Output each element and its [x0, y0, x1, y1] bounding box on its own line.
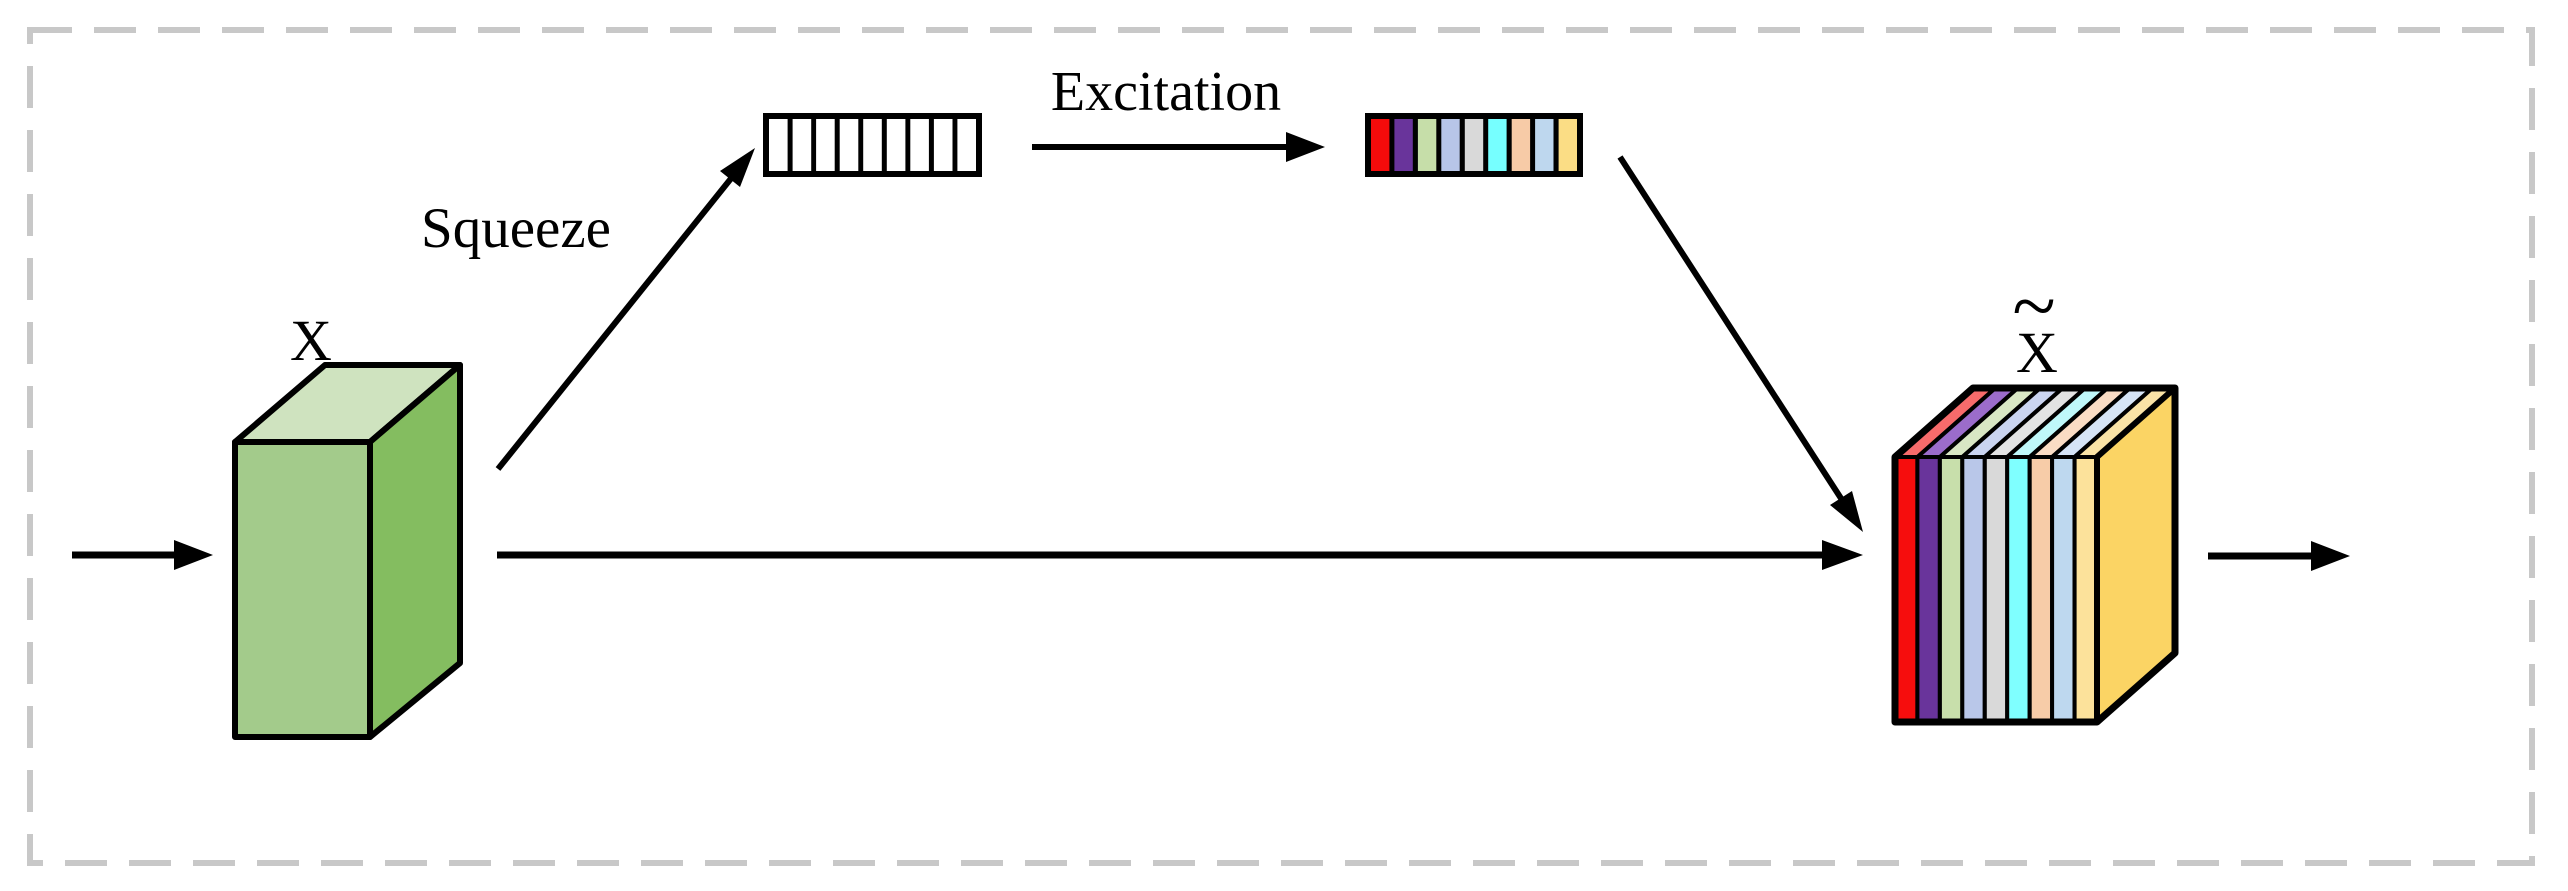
vector-cell	[792, 119, 812, 171]
channel-front-face	[2072, 455, 2100, 724]
vector-cell	[886, 119, 906, 171]
squeeze-vector-cells	[769, 119, 976, 171]
vector-cell	[839, 119, 859, 171]
excitation-arrow	[1032, 132, 1325, 162]
vector-cell	[816, 119, 835, 171]
channel-front-face	[2050, 455, 2077, 724]
channel-front-face	[1960, 455, 1987, 724]
channel-front-face	[1915, 455, 1942, 724]
output-tensor-box	[1891, 384, 2179, 726]
input-tensor-label: X	[290, 308, 332, 373]
vector-cell	[1441, 119, 1460, 171]
vector-cell	[1558, 119, 1577, 171]
squeeze-arrow	[495, 148, 755, 471]
vector-cell	[1488, 119, 1507, 171]
input-tensor-box	[232, 362, 463, 740]
vector-cell	[1417, 119, 1437, 171]
channel-front-face	[1982, 455, 2010, 724]
output-tensor-channels	[1893, 386, 2177, 724]
excitation-vector	[1365, 113, 1583, 177]
input-tensor-front-face	[232, 439, 373, 740]
vector-cell	[957, 119, 976, 171]
channel-front-face	[2005, 455, 2032, 724]
vector-cell	[1394, 119, 1413, 171]
output-tensor-outline	[1891, 384, 2179, 726]
squeeze-vector	[763, 113, 982, 177]
excitation-vector-cells	[1371, 119, 1577, 171]
vector-cell	[769, 119, 788, 171]
vector-cell	[933, 119, 953, 171]
skip-arrow	[497, 540, 1863, 570]
vector-cell	[1371, 119, 1390, 171]
output-tensor-label: X	[2016, 320, 2058, 385]
input-arrow	[72, 540, 213, 570]
excitation-label: Excitation	[1051, 61, 1281, 123]
squeeze-label: Squeeze	[421, 197, 611, 260]
vector-cell	[1464, 119, 1484, 171]
output-tensor-tilde: ~	[2012, 263, 2055, 351]
vector-cell	[1511, 119, 1531, 171]
channel-front-face	[1937, 455, 1965, 724]
output-arrow	[2208, 541, 2350, 571]
vector-cell	[910, 119, 929, 171]
vector-cell	[863, 119, 882, 171]
vector-cell	[1535, 119, 1554, 171]
figure-dashed-border	[27, 27, 2535, 866]
scale-arrow	[1617, 155, 1863, 532]
channel-front-face	[2027, 455, 2055, 724]
